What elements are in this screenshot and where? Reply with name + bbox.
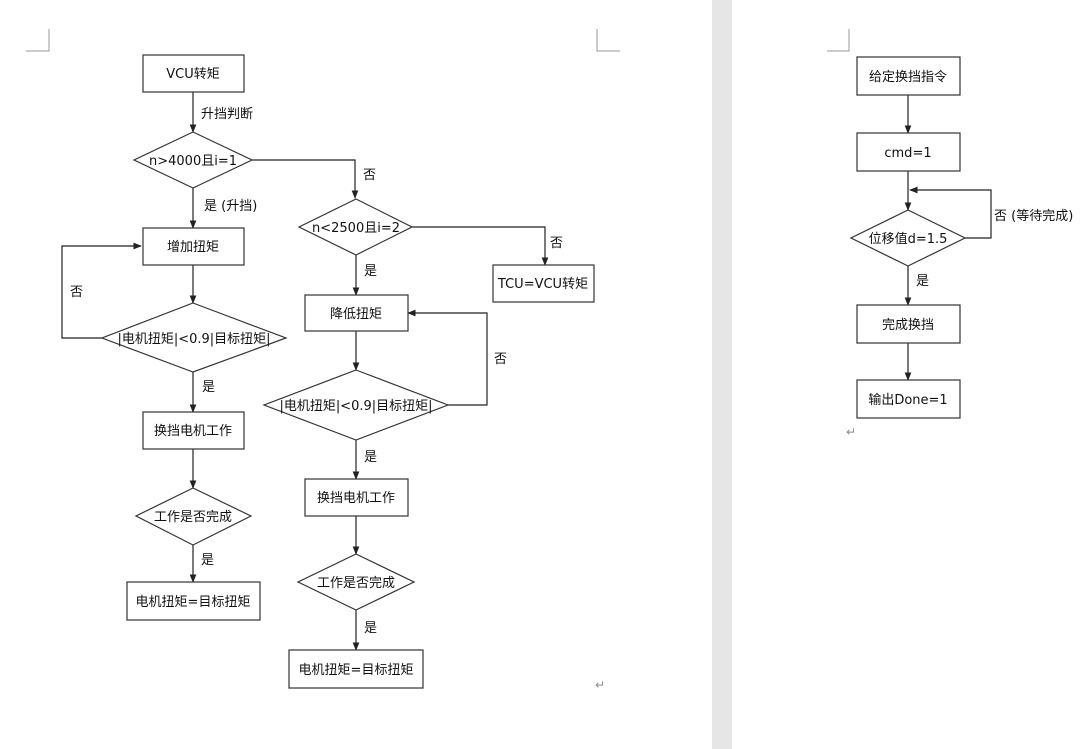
edge-label-check1-yes: 是 xyxy=(202,380,215,395)
edge-check2-no-loop xyxy=(407,309,488,406)
node-shift-complete: 完成换挡 xyxy=(856,304,961,344)
node-disp-check: 位移值d=1.5 xyxy=(849,209,967,267)
node-motor-check-2: |电机扭矩|<0.9|目标扭矩| xyxy=(262,369,450,441)
node-tcu-eq-vcu-label: TCU=VCU转矩 xyxy=(497,277,588,292)
paragraph-return-mark-page2: ↵ xyxy=(846,425,856,439)
node-output-done-label: 输出Done=1 xyxy=(868,392,947,408)
edge-label-done2-yes: 是 xyxy=(364,621,377,636)
node-motor-eq-target-2-label: 电机扭矩=目标扭矩 xyxy=(299,663,414,678)
node-output-done: 输出Done=1 xyxy=(856,379,961,419)
node-vcu-torque: VCU转矩 xyxy=(142,54,245,93)
node-tcu-eq-vcu: TCU=VCU转矩 xyxy=(492,264,595,303)
node-cmd-eq-1-label: cmd=1 xyxy=(884,146,931,161)
node-work-done-1-label: 工作是否完成 xyxy=(154,510,232,525)
node-vcu-torque-label: VCU转矩 xyxy=(166,67,220,82)
edge-label-upshift-judge: 升挡判断 xyxy=(201,107,253,122)
node-motor-check-1: |电机扭矩|<0.9|目标扭矩| xyxy=(100,302,288,373)
edge-label-disp-yes: 是 xyxy=(916,274,929,289)
node-reduce-torque: 降低扭矩 xyxy=(304,294,409,332)
node-upshift-check: n>4000且i=1 xyxy=(132,131,254,189)
node-motor-eq-target-1: 电机扭矩=目标扭矩 xyxy=(126,581,261,621)
node-shift-motor-work-1-label: 换挡电机工作 xyxy=(154,424,232,439)
crop-mark-top-right xyxy=(596,29,620,52)
edge-label-upshift-no: 否 xyxy=(363,168,376,183)
edge-label-upshift-yes: 是 (升挡) xyxy=(204,199,257,214)
node-motor-eq-target-2: 电机扭矩=目标扭矩 xyxy=(288,649,424,689)
node-increase-torque: 增加扭矩 xyxy=(142,227,245,266)
edge-label-done1-yes: 是 xyxy=(201,553,214,568)
edge-check1-no-loop xyxy=(61,242,142,339)
node-motor-eq-target-1-label: 电机扭矩=目标扭矩 xyxy=(136,595,251,610)
node-motor-check-2-label: |电机扭矩|<0.9|目标扭矩| xyxy=(279,399,432,414)
edge-label-check1-no: 否 xyxy=(70,285,83,300)
edge-label-downshift-no: 否 xyxy=(550,236,563,251)
paragraph-return-mark: ↵ xyxy=(595,678,605,692)
node-disp-check-label: 位移值d=1.5 xyxy=(869,231,948,247)
edge-label-check2-yes: 是 xyxy=(364,450,377,465)
node-shift-command: 给定换挡指令 xyxy=(856,56,961,96)
node-shift-complete-label: 完成换挡 xyxy=(882,318,934,333)
crop-mark-page2-top-left xyxy=(827,29,850,52)
edge-label-check2-no: 否 xyxy=(494,352,507,367)
edge-label-disp-no: 否 (等待完成) xyxy=(994,208,1073,224)
node-work-done-2: 工作是否完成 xyxy=(296,553,416,611)
node-shift-motor-work-2: 换挡电机工作 xyxy=(304,478,409,517)
node-cmd-eq-1: cmd=1 xyxy=(856,132,961,172)
edge-upshift-no xyxy=(252,159,359,199)
node-motor-check-1-label: |电机扭矩|<0.9|目标扭矩| xyxy=(117,332,270,347)
node-upshift-check-label: n>4000且i=1 xyxy=(149,154,237,169)
node-work-done-2-label: 工作是否完成 xyxy=(317,576,395,591)
edge-disp-no-loop xyxy=(909,186,992,239)
edge-downshift-no xyxy=(412,226,549,266)
crop-mark-top-left xyxy=(26,29,50,52)
node-work-done-1: 工作是否完成 xyxy=(134,487,253,546)
node-shift-motor-work-2-label: 换挡电机工作 xyxy=(317,491,395,506)
node-downshift-check-label: n<2500且i=2 xyxy=(312,221,400,236)
node-downshift-check: n<2500且i=2 xyxy=(297,198,414,256)
node-shift-command-label: 给定换挡指令 xyxy=(869,70,947,85)
node-increase-torque-label: 增加扭矩 xyxy=(167,240,219,255)
edge-label-downshift-yes: 是 xyxy=(364,264,377,279)
page-gap xyxy=(712,0,732,749)
node-reduce-torque-label: 降低扭矩 xyxy=(330,307,382,322)
node-shift-motor-work-1: 换挡电机工作 xyxy=(142,411,245,450)
